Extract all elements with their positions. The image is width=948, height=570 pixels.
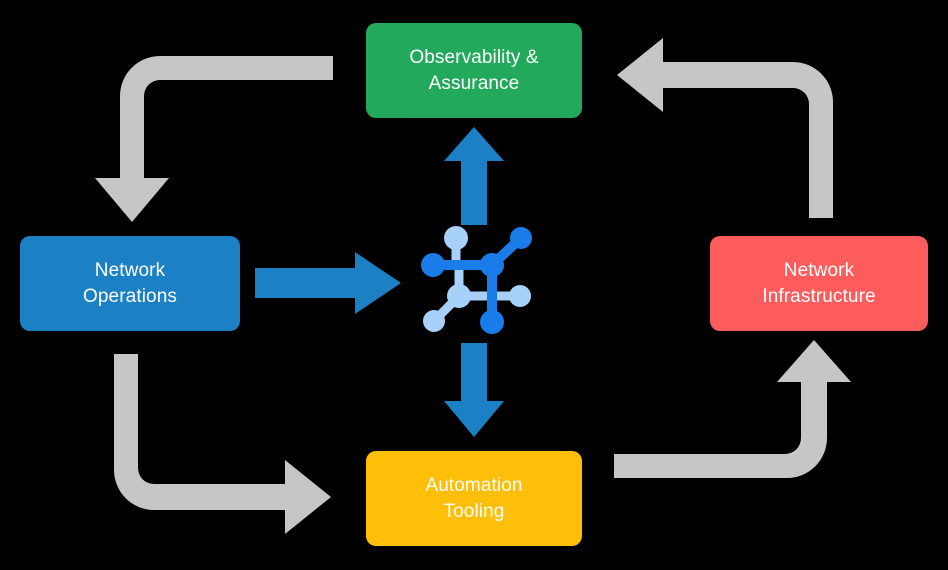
node-label-network-operations: Network Operations — [83, 259, 177, 307]
node-label-network-infrastructure: Network Infrastructure — [762, 259, 876, 307]
node-label-automation-tooling: Automation Tooling — [425, 474, 523, 522]
arrow-automation-to-infrastructure — [614, 340, 851, 478]
arrow-operations-to-automation — [114, 354, 331, 534]
node-automation-tooling[interactable]: Automation Tooling — [366, 451, 582, 546]
arrow-infrastructure-to-observability — [617, 38, 833, 218]
arrow-center-to-automation — [444, 343, 504, 437]
node-label-observability-assurance: Observability & Assurance — [409, 46, 539, 94]
arrow-center-to-observability — [444, 127, 504, 225]
arrow-operations-to-center — [255, 252, 401, 314]
arrow-observability-to-operations — [95, 56, 333, 222]
node-observability-assurance[interactable]: Observability & Assurance — [366, 23, 582, 118]
node-network-infrastructure[interactable]: Network Infrastructure — [710, 236, 928, 331]
node-network-operations[interactable]: Network Operations — [20, 236, 240, 331]
